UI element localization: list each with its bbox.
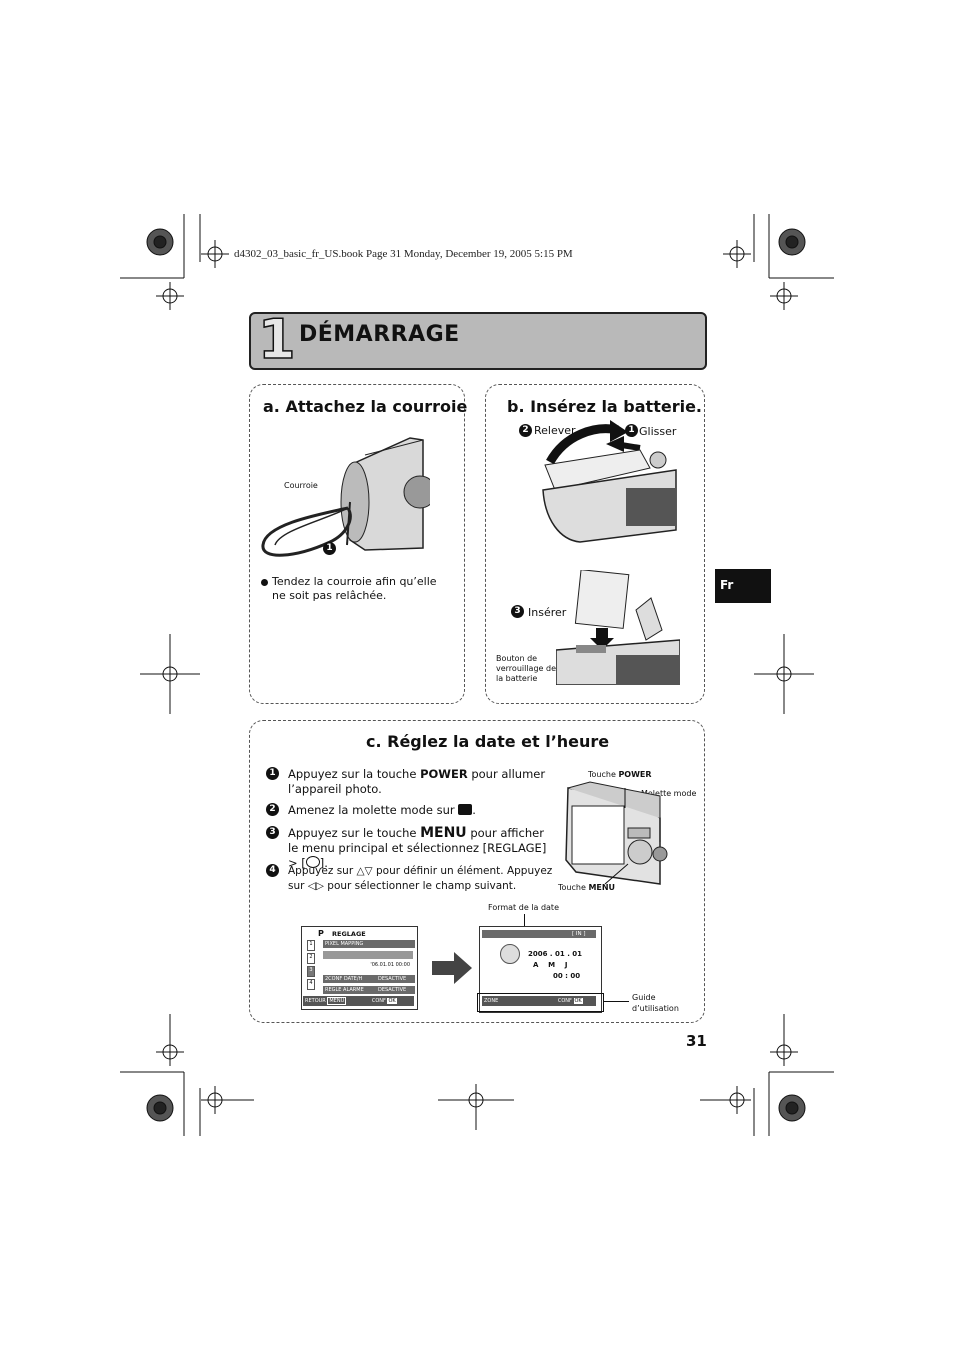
guide-pointer xyxy=(603,1001,629,1002)
c-step-1: Appuyez sur la touche POWER pour allumer… xyxy=(288,767,553,797)
language-tab-label: Fr xyxy=(720,578,734,592)
battery-cover-illustration xyxy=(542,420,677,543)
c-step-4: Appuyez sur △▽ pour définir un élément. … xyxy=(288,864,558,894)
reglage-row-date: '06.01.01 00:00 xyxy=(370,962,410,968)
menu-key: MENU xyxy=(420,825,467,841)
c-step-1-marker: 1 xyxy=(266,767,279,780)
strap-label: Courroie xyxy=(284,481,318,490)
chapter-title-bar xyxy=(249,312,707,370)
reglage-tabs: 1 2 3 4 xyxy=(307,940,315,990)
camera-mode-icon xyxy=(458,804,473,815)
c-step-3-a: Appuyez sur le touche xyxy=(288,826,421,840)
section-b-title: b. Insérez la batterie. xyxy=(507,397,702,416)
c-step-3-b: pour afficher le menu principal et sélec… xyxy=(288,826,547,870)
touche-power-label: Touche POWER xyxy=(588,770,652,779)
reglage-tab: 2 xyxy=(307,953,315,964)
page-number: 31 xyxy=(686,1032,707,1050)
date-dpad-icon xyxy=(500,944,520,964)
reglage-tab: 4 xyxy=(307,979,315,990)
up-down-arrows-icon: △▽ xyxy=(356,865,373,877)
section-a-title: a. Attachez la courroie xyxy=(263,397,468,416)
step-2-marker: 2 xyxy=(519,424,532,437)
c-step-4-b: pour définir un élément. Appuyez sur xyxy=(288,865,553,892)
reglage-row: REGLE ALARME xyxy=(323,986,415,994)
reglage-row: 2CONF DATE/H xyxy=(323,975,415,983)
c-step-3-marker: 3 xyxy=(266,826,279,839)
bullet-text: Tendez la courroie afin qu’elle ne soit … xyxy=(272,575,437,602)
reglage-tab: 3 xyxy=(307,966,315,977)
c-step-2-b: . xyxy=(472,803,476,817)
reglage-footer: RETOUR MENU CONF OK xyxy=(303,996,414,1006)
c-step-2: Amenez la molette mode sur . xyxy=(288,803,553,818)
date-footer-right: CONF xyxy=(557,998,572,1004)
reglage-mode: P xyxy=(318,929,324,938)
c-step-2-a: Amenez la molette mode sur xyxy=(288,803,459,817)
date-screen-top xyxy=(482,930,596,938)
date-screen-top-right: [ IN ] xyxy=(572,931,586,937)
inserer-label: Insérer xyxy=(528,606,567,619)
language-tab: Fr xyxy=(715,569,771,603)
chapter-title: DÉMARRAGE xyxy=(299,322,460,347)
section-c-title: c. Réglez la date et l’heure xyxy=(366,732,610,751)
battery-insert-illustration xyxy=(556,570,680,685)
glisser-label: Glisser xyxy=(639,425,677,438)
date-value: 2006 . 01 . 01 xyxy=(528,950,583,958)
step-1b-marker: 1 xyxy=(625,424,638,437)
section-a-panel xyxy=(249,384,465,704)
touche-power-prefix: Touche xyxy=(588,770,619,779)
reglage-row xyxy=(323,951,413,959)
file-header: d4302_03_basic_fr_US.book Page 31 Monday… xyxy=(234,248,573,260)
c-step-2-marker: 2 xyxy=(266,803,279,816)
touche-menu-prefix: Touche xyxy=(558,883,589,892)
c-step-1-b: pour allumer l’appareil photo. xyxy=(288,767,546,796)
c-step-3-c: ]. xyxy=(319,856,328,870)
section-b-panel xyxy=(485,384,705,704)
format-date-pointer xyxy=(524,914,525,928)
power-key: POWER xyxy=(420,767,468,781)
reglage-title: REGLAGE xyxy=(332,930,366,938)
c-step-4-marker: 4 xyxy=(266,864,279,877)
date-footer: ZONE CONF OK xyxy=(482,996,596,1006)
clock-icon xyxy=(305,856,320,868)
camera-back-illustration xyxy=(565,781,668,885)
step-3-marker: 3 xyxy=(511,605,524,618)
relever-label: Relever xyxy=(534,424,576,437)
guide-bracket xyxy=(477,993,604,1012)
reglage-footer-left: RETOUR xyxy=(305,998,326,1004)
time-value: 00 : 00 xyxy=(553,972,581,980)
molette-mode-label: Molette mode xyxy=(641,789,697,798)
reglage-row-value: DESACTIVE xyxy=(378,987,407,993)
lock-label: Bouton de verrouillage de la batterie xyxy=(496,654,556,683)
reglage-tab: 1 xyxy=(307,940,315,951)
touche-power-key: POWER xyxy=(618,770,652,779)
date-format: A M J xyxy=(533,961,568,969)
touche-menu-label: Touche MENU xyxy=(558,883,615,892)
reglage-row-value: DESACTIVE xyxy=(378,976,407,982)
reglage-footer-menu: MENU xyxy=(327,997,347,1005)
touche-menu-key: MENU xyxy=(588,883,616,892)
c-step-4-a: Appuyez sur xyxy=(288,865,357,877)
bullet-dot xyxy=(261,579,268,586)
chapter-number: 1 xyxy=(257,308,296,371)
c-step-1-a: Appuyez sur la touche xyxy=(288,767,421,781)
reglage-footer-right: CONF xyxy=(371,998,386,1004)
c-step-3: Appuyez sur le touche MENU pour afficher… xyxy=(288,826,553,871)
left-right-arrows-icon: ◁▷ xyxy=(307,880,324,892)
step-1-marker: 1 xyxy=(323,542,336,555)
format-date-label: Format de la date xyxy=(488,903,559,912)
date-footer-ok: OK xyxy=(573,998,583,1004)
reglage-footer-ok: OK xyxy=(387,998,397,1004)
c-step-4-c: pour sélectionner le champ suivant. xyxy=(323,880,517,892)
guide-label: Guide d’utilisation xyxy=(632,993,679,1013)
section-c-panel xyxy=(249,720,705,1023)
date-footer-left: ZONE xyxy=(484,998,499,1004)
arrow-right-icon xyxy=(432,952,472,984)
reglage-row: PIXEL MAPPING xyxy=(323,940,415,948)
camera-strap-illustration xyxy=(261,437,430,557)
